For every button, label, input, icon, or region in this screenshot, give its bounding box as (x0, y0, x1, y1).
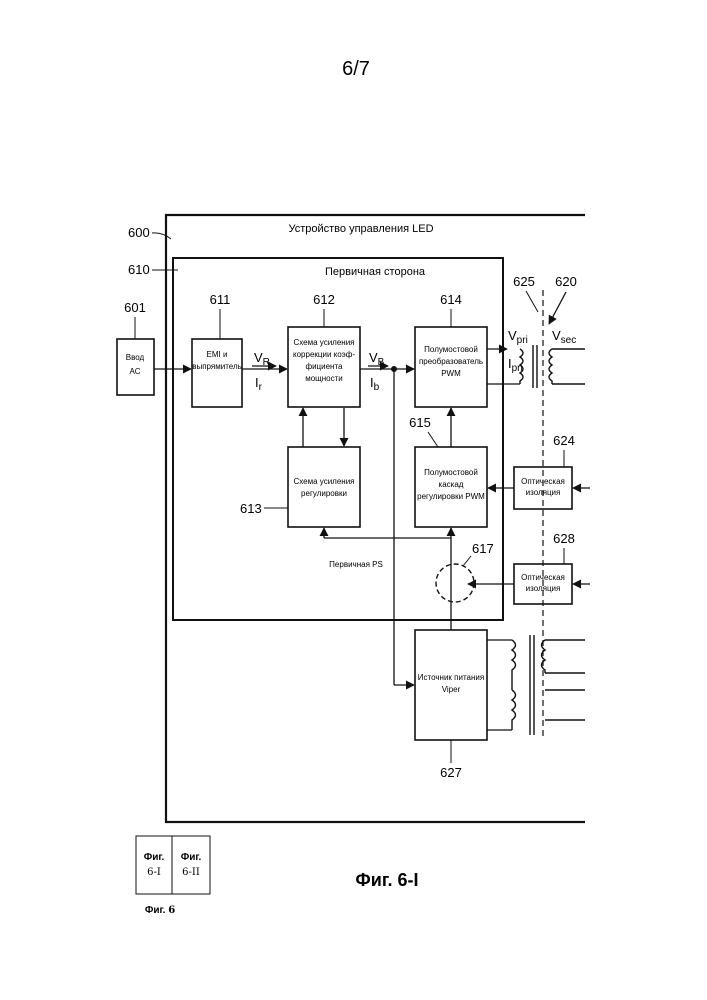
signal-vpri: Vpri (508, 328, 528, 346)
key-caption: Фиг. 6 (145, 905, 175, 916)
figure-caption: Фиг. 6-I (355, 870, 418, 890)
ac-input-ref: 601 (124, 300, 146, 315)
sheet-number: 6/7 (342, 58, 370, 80)
regulation-line1: Схема усиления (293, 477, 354, 486)
key-left-line2: 6-I (147, 867, 161, 878)
pfc-ref: 612 (313, 292, 335, 307)
regulation-ref: 613 (240, 501, 262, 516)
ac-input-line2: AC (129, 367, 140, 376)
primary-ps-label: Первичная PS (329, 560, 383, 569)
viper-transformer (512, 635, 585, 735)
device-leader (152, 233, 171, 239)
key-left-line1: Фиг. (144, 852, 165, 863)
signal-ib: Ib (370, 375, 380, 393)
key-left-box (136, 836, 172, 894)
primary-ref: 610 (128, 262, 150, 277)
pfc-line3: фициента (306, 362, 344, 371)
pwm-converter-ref: 614 (440, 292, 462, 307)
pfc-line1: Схема усиления (293, 338, 354, 347)
pwm-control-line2: каскад (439, 480, 464, 489)
optical-isolation-1-ref: 624 (553, 433, 575, 448)
pwm-control-line1: Полумостовой (424, 468, 478, 477)
pfc-line4: мощности (305, 374, 343, 383)
pwm-control-line3: регулировки PWM (417, 492, 485, 501)
signal-ipri: Ipri (508, 356, 523, 374)
viper-ref: 627 (440, 765, 462, 780)
regulation-block (288, 447, 360, 527)
key-right-box (172, 836, 210, 894)
device-ref: 600 (128, 225, 150, 240)
key-right-line1: Фиг. (181, 852, 202, 863)
viper-line2: Viper (442, 685, 461, 694)
pwm-converter-line3: PWM (441, 369, 461, 378)
key-right-line2: 6-II (182, 867, 200, 878)
signal-ir: Ir (255, 375, 263, 393)
emi-line1: EMI и (207, 350, 228, 359)
junction-node (391, 366, 397, 372)
device-title: Устройство управления LED (288, 223, 433, 235)
signal-vr: VR (254, 350, 270, 368)
pfc-line2: коррекции коэф- (293, 350, 355, 359)
pwm-converter-line1: Полумостовой (424, 345, 478, 354)
ac-input-line1: Ввод (126, 353, 145, 362)
emi-line2: выпрямитель (192, 362, 242, 371)
pwm-converter-line2: преобразователь (419, 357, 483, 366)
signal-vsec: Vsec (552, 328, 576, 346)
pwm-converter-block (415, 327, 487, 407)
node-617-ref: 617 (472, 541, 494, 556)
transformer-ref: 620 (555, 274, 577, 289)
signal-paths (154, 349, 590, 730)
viper-line1: Источник питания (418, 673, 484, 682)
emi-ref: 611 (210, 292, 231, 307)
optical-isolation-2-ref: 628 (553, 531, 575, 546)
primary-title: Первичная сторона (325, 266, 426, 278)
isolation-line-ref: 625 (513, 274, 535, 289)
regulation-line2: регулировки (301, 489, 347, 498)
pwm-control-ref: 615 (409, 415, 431, 430)
signal-vb: VB (369, 350, 385, 368)
main-transformer (520, 345, 585, 388)
node-617-circle (436, 564, 474, 602)
